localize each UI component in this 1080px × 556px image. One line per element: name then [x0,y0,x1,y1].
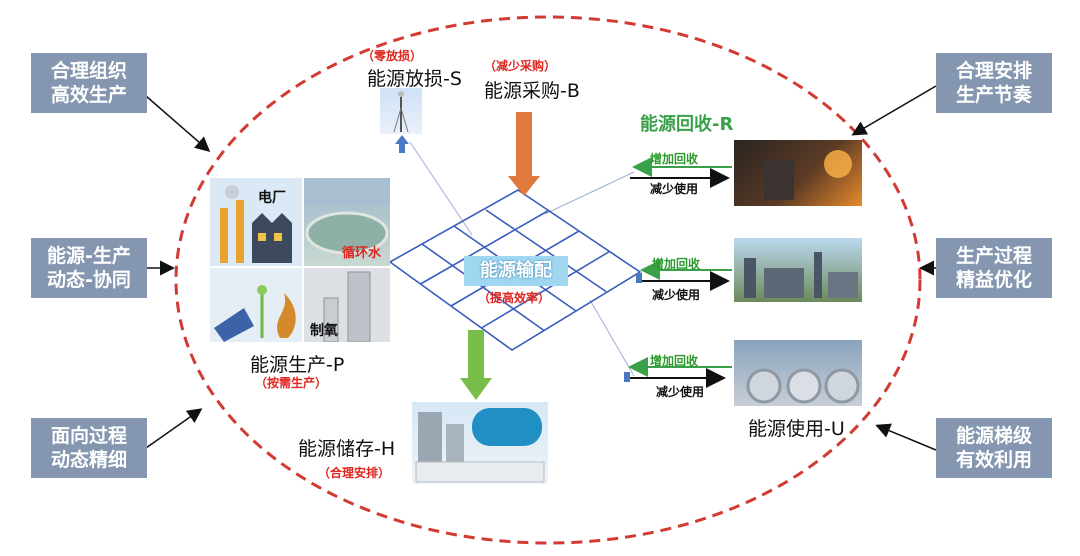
usage-label: 能源使用-U [748,418,845,440]
steel-coils-icon [746,368,860,404]
goal-box-right-top: 合理安排 生产节奏 [936,53,1052,113]
production-note: （按需生产） [255,376,328,390]
reduce-usage-note-3: 减少使用 [656,385,705,399]
storage-label: 能源储存-H [298,438,396,460]
discharge-note: （零放损） [362,49,423,63]
side-pointers [145,85,937,451]
reduce-usage-note-2: 减少使用 [652,288,701,302]
goal-box-left-bottom: 面向过程 动态精细 [31,418,147,478]
increase-recycle-note-1: 增加回收 [650,152,699,166]
power-plant-image [210,178,302,266]
increase-recycle-note-2: 增加回收 [652,257,701,271]
increase-recycle-note-3: 增加回收 [650,354,699,368]
renewable-image [210,268,302,342]
production-label: 能源生产-P [250,354,345,376]
oxygen-tower-icon [323,271,371,342]
flow-arrows-row3 [624,357,732,388]
goal-box-left-top: 合理组织 高效生产 [31,53,147,113]
flow-arrows-row1 [630,157,732,188]
discharge-arrow [395,135,409,153]
storage-arrow [460,330,492,400]
circulation-label: 循环水 [342,246,382,261]
recycle-label: 能源回收-R [640,114,734,135]
power-plant-icon [220,185,292,263]
system-boundary-ellipse [174,15,922,545]
storage-image [412,402,548,484]
steel-plant-icon [744,252,858,298]
flare-tower-image [380,88,422,134]
discharge-label: 能源放损-S [367,68,462,90]
distribution-note: （提高效率） [478,291,551,305]
usage-image-plant [734,238,862,302]
flow-arrows-row2 [636,260,732,291]
power-plant-label: 电厂 [258,190,286,206]
purchase-label: 能源采购-B [484,80,580,102]
oxygen-label: 制氧 [310,323,338,339]
connector-lines [409,141,635,377]
cooling-pool-icon [304,178,390,255]
reduce-usage-note-1: 减少使用 [650,182,699,196]
goal-box-right-bottom: 能源梯级 有效利用 [936,418,1052,478]
distribution-center-box: 能源输配 [464,256,568,286]
storage-note: （合理安排） [318,466,391,480]
furnace-icon [764,150,852,200]
solar-wind-icon [214,285,296,342]
goal-box-left-mid: 能源-生产 动态-协同 [31,238,147,298]
storage-tanks-icon [415,408,545,483]
purchase-note: （减少采购） [484,59,557,73]
goal-box-right-mid: 生产过程 精益优化 [936,238,1052,298]
flare-tower-icon [393,91,409,133]
oxygen-image [304,268,390,342]
distribution-grid [388,189,642,351]
purchase-arrow [508,112,540,196]
usage-image-coils [734,340,862,406]
circulation-image [304,178,390,266]
usage-image-steelmaking [734,140,862,206]
